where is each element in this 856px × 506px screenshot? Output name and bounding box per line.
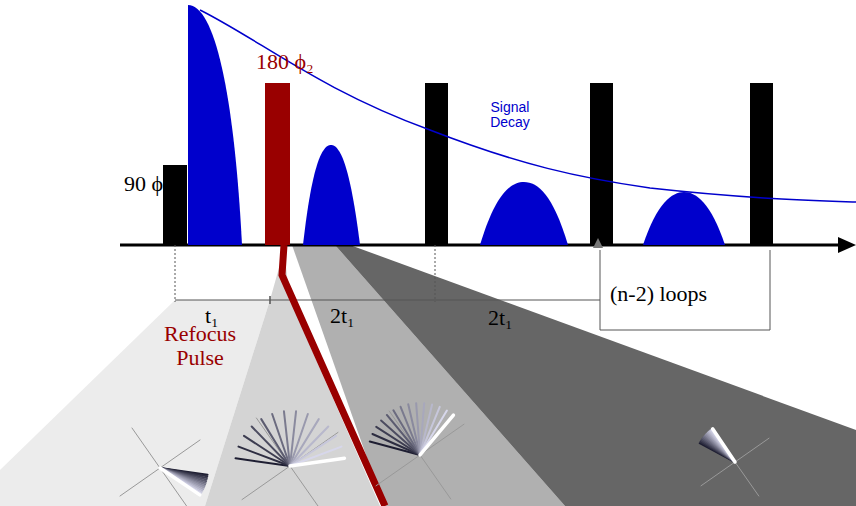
phase-axis	[120, 440, 200, 496]
loop-bracket	[600, 330, 770, 331]
spin-vector	[290, 419, 319, 466]
spin-vector	[420, 407, 440, 455]
timing-guide	[175, 245, 176, 302]
decay-curve	[200, 10, 856, 202]
spin-vector	[420, 415, 453, 455]
spin-vector	[711, 430, 735, 462]
phase-axis	[711, 428, 759, 496]
timing-label: 2t₁	[330, 304, 355, 328]
echo-signal	[303, 145, 360, 245]
loop-label: (n-2) loops	[610, 282, 707, 306]
spin-vector	[393, 410, 420, 455]
refocus-line	[282, 245, 385, 506]
spin-vector	[244, 436, 290, 466]
loop-bracket	[770, 250, 771, 330]
echo-signal	[643, 192, 725, 245]
spin-vector	[160, 468, 200, 495]
pulse-180	[590, 83, 613, 245]
timing-bar	[175, 300, 600, 301]
echo-signal	[480, 182, 568, 245]
refocus-label: Refocus Pulse	[150, 322, 250, 370]
pulse-label: 90 ϕ₁	[124, 172, 171, 196]
pulse-label: 180 ϕ₂	[256, 50, 314, 74]
signal-label: Signal Decay	[484, 100, 536, 131]
axis-arrowhead	[838, 237, 856, 253]
pulse-180	[750, 83, 773, 245]
spin-vector	[290, 458, 344, 466]
pulse-180	[425, 83, 448, 245]
pulse-180	[265, 83, 290, 245]
loop-bracket	[600, 250, 601, 330]
spin-vector	[284, 411, 290, 466]
timing-guide	[435, 245, 436, 302]
loop-marker	[593, 238, 603, 248]
spin-phase-fans	[120, 403, 769, 506]
phase-region	[335, 245, 856, 506]
fid-signal	[188, 5, 242, 245]
timing-tick	[269, 296, 271, 304]
timing-label: 2t₁	[488, 306, 513, 330]
spin-vector	[416, 403, 420, 455]
spin-vector	[713, 429, 735, 462]
